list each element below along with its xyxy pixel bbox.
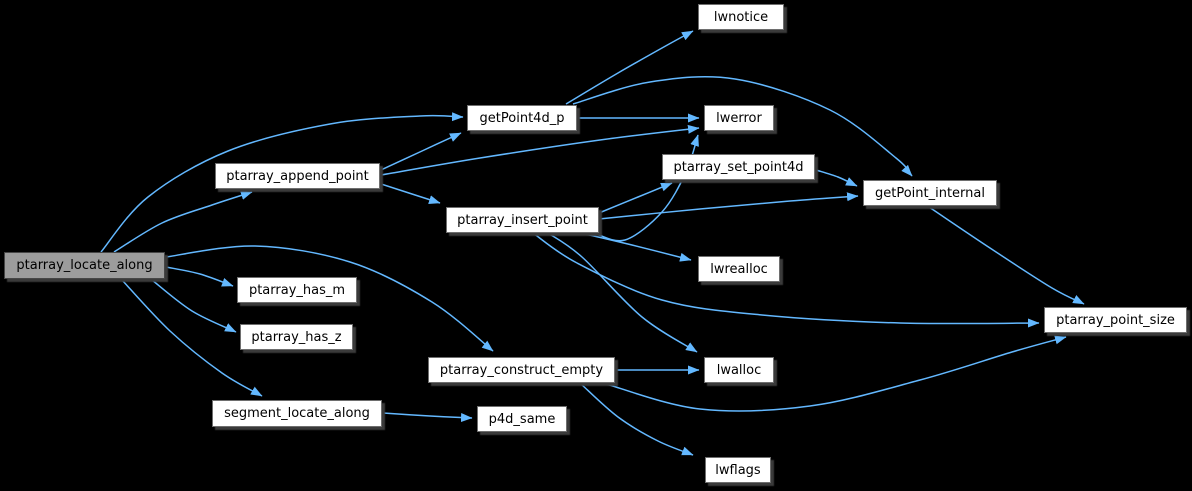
node-label: ptarray_has_m xyxy=(248,282,346,298)
edge-ptarray_construct_empty-to-lwflags xyxy=(580,383,694,456)
node-lwnotice[interactable]: lwnotice xyxy=(698,4,784,30)
edge-ptarray_construct_empty-to-ptarray_point_size xyxy=(605,335,1067,412)
node-ptarray_append_point[interactable]: ptarray_append_point xyxy=(215,163,380,189)
node-label: ptarray_point_size xyxy=(1056,312,1175,328)
node-label: getPoint4d_p xyxy=(479,110,565,126)
edge-ptarray_insert_point-to-lwrealloc xyxy=(580,232,692,262)
node-label: p4d_same xyxy=(488,411,556,427)
edge-ptarray_append_point-to-ptarray_insert_point xyxy=(380,183,441,204)
node-ptarray_locate_along: ptarray_locate_along xyxy=(4,252,165,279)
node-label: lwflags xyxy=(715,462,761,478)
node-ptarray_set_point4d[interactable]: ptarray_set_point4d xyxy=(662,154,815,180)
node-p4d_same[interactable]: p4d_same xyxy=(477,406,567,432)
edge-segment_locate_along-to-p4d_same xyxy=(382,412,473,423)
node-segment_locate_along[interactable]: segment_locate_along xyxy=(212,400,382,427)
edge-ptarray_locate_along-to-ptarray_has_z xyxy=(151,279,237,333)
edge-ptarray_locate_along-to-segment_locate_along xyxy=(121,279,263,397)
node-ptarray_insert_point[interactable]: ptarray_insert_point xyxy=(446,207,599,233)
edge-ptarray_insert_point-to-ptarray_set_point4d xyxy=(598,182,673,214)
node-getPoint_internal[interactable]: getPoint_internal xyxy=(863,180,997,206)
edge-ptarray_locate_along-to-ptarray_has_m xyxy=(165,266,234,287)
edge-ptarray_append_point-to-lwerror xyxy=(380,124,700,176)
node-label: ptarray_construct_empty xyxy=(439,362,604,378)
node-label: segment_locate_along xyxy=(224,406,370,421)
edge-getPoint_internal-to-ptarray_point_size xyxy=(928,206,1085,305)
node-getPoint4d_p[interactable]: getPoint4d_p xyxy=(467,105,577,131)
node-label: ptarray_has_z xyxy=(251,329,342,345)
edge-getPoint4d_p-to-lwnotice xyxy=(565,30,694,105)
edge-ptarray_locate_along-to-ptarray_construct_empty xyxy=(165,245,494,352)
node-label: lwalloc xyxy=(716,362,762,378)
edge-ptarray_append_point-to-getPoint4d_p xyxy=(380,132,462,171)
node-label: lwnotice xyxy=(713,9,769,25)
node-ptarray_point_size[interactable]: ptarray_point_size xyxy=(1044,307,1187,333)
node-label: lwerror xyxy=(716,110,762,126)
edge-ptarray_locate_along-to-getPoint4d_p xyxy=(100,112,464,253)
node-label: ptarray_insert_point xyxy=(457,212,588,228)
edge-ptarray_insert_point-to-ptarray_point_size xyxy=(532,232,1040,328)
edge-getPoint4d_p-to-getPoint_internal xyxy=(572,76,913,177)
node-ptarray_has_z[interactable]: ptarray_has_z xyxy=(240,324,353,350)
edge-ptarray_locate_along-to-ptarray_append_point xyxy=(113,191,253,253)
node-lwflags[interactable]: lwflags xyxy=(705,457,771,483)
edge-ptarray_insert_point-to-lwerror xyxy=(593,134,699,242)
node-lwalloc[interactable]: lwalloc xyxy=(704,357,774,383)
node-label: lwrealloc xyxy=(710,261,768,277)
node-ptarray_has_m[interactable]: ptarray_has_m xyxy=(237,277,357,303)
node-label: ptarray_set_point4d xyxy=(673,159,804,175)
node-lwerror[interactable]: lwerror xyxy=(704,105,774,131)
node-lwrealloc[interactable]: lwrealloc xyxy=(698,256,780,282)
node-label: ptarray_locate_along xyxy=(16,258,153,273)
edge-ptarray_set_point4d-to-getPoint_internal xyxy=(815,169,858,187)
edge-ptarray_insert_point-to-getPoint_internal xyxy=(598,192,859,220)
node-ptarray_construct_empty[interactable]: ptarray_construct_empty xyxy=(428,357,615,383)
node-label: getPoint_internal xyxy=(874,185,985,201)
edge-ptarray_insert_point-to-lwalloc xyxy=(547,232,698,353)
node-label: ptarray_append_point xyxy=(226,168,369,184)
